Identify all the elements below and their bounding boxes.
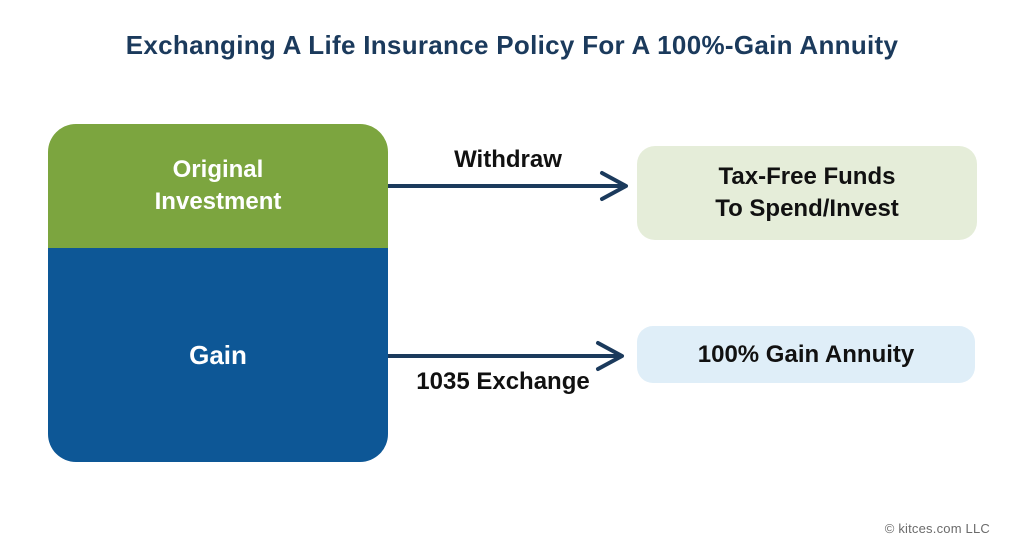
page-title: Exchanging A Life Insurance Policy For A… (125, 30, 899, 60)
exchange-arrowhead-icon (596, 341, 624, 371)
exchange-arrow (388, 341, 624, 371)
copyright-notice: © kitces.com LLC (884, 521, 990, 536)
withdraw-arrow (388, 171, 628, 201)
original-investment-segment: Original Investment (48, 124, 388, 248)
tax-free-funds-box: Tax-Free Funds To Spend/Invest (637, 146, 977, 240)
source-block: Original Investment Gain (48, 124, 388, 462)
gain-annuity-box: 100% Gain Annuity (637, 326, 975, 383)
withdraw-flow-label: Withdraw (454, 146, 562, 173)
exchange-flow-label: 1035 Exchange (416, 368, 590, 395)
withdraw-arrowhead-icon (600, 171, 628, 201)
gain-segment: Gain (48, 248, 388, 462)
